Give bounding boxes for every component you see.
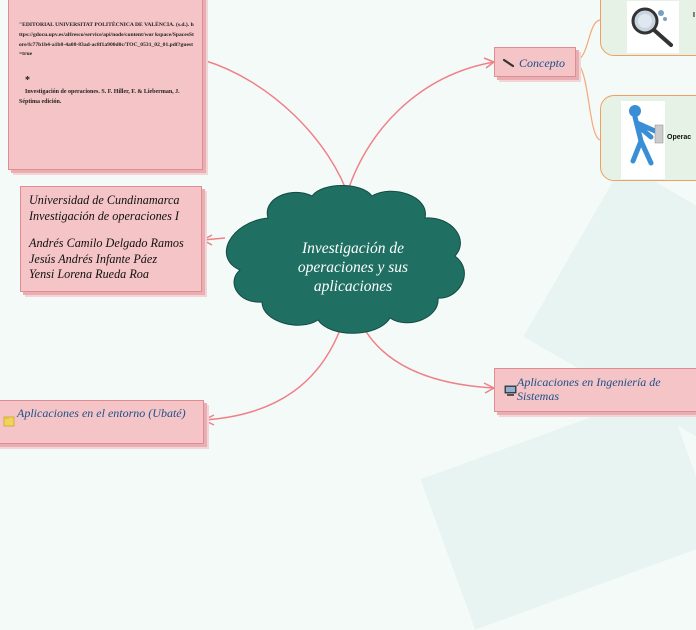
topic-concepto[interactable]: Concepto xyxy=(494,47,576,77)
authors-node[interactable]: Universidad de Cundinamarca Investigació… xyxy=(20,186,202,292)
folder-icon xyxy=(3,416,15,427)
author-name: Yensi Lorena Rueda Roa xyxy=(29,267,149,281)
central-cloud xyxy=(225,185,465,334)
author-name: Jesús Andrés Infante Páez xyxy=(29,251,158,266)
topic-sistemas-label: Aplicaciones en Ingeniería de Sistemas xyxy=(517,375,661,403)
connection-lines xyxy=(201,19,601,426)
pencil-icon xyxy=(503,58,515,68)
author-name: Andrés Camilo Delgado Ramos xyxy=(29,236,184,250)
topic-sistemas[interactable]: Aplicaciones en Ingeniería de Sistemas xyxy=(494,368,696,412)
course-name: Investigación de operaciones I xyxy=(29,208,179,223)
references-node[interactable]: "EDITORIAL UNIVERSITAT POLITÈCNICA DE VA… xyxy=(8,0,203,170)
reference-hillier-text: Investigación de operaciones. S. F. Hill… xyxy=(19,89,182,106)
magnifier-image xyxy=(627,1,679,53)
university-name: Universidad de Cundinamarca xyxy=(29,193,180,207)
reference-hillier: * Investigación de operaciones. S. F. Hi… xyxy=(19,66,194,117)
computer-icon xyxy=(504,385,517,396)
card-mid-label: Operac xyxy=(667,134,692,141)
reference-upv: "EDITORIAL UNIVERSITAT POLITÈCNICA DE VA… xyxy=(19,22,194,58)
concept-image-card[interactable]: Operac xyxy=(600,95,696,181)
card-top-mark: I xyxy=(693,12,695,19)
figure-pushing-image xyxy=(621,101,665,179)
topic-concepto-label: Concepto xyxy=(519,56,565,70)
reference-star: * xyxy=(25,75,30,87)
topic-entorno[interactable]: Aplicaciones en el entorno (Ubaté) xyxy=(0,400,204,444)
topic-entorno-label: Aplicaciones en el entorno (Ubaté) xyxy=(17,406,186,420)
central-topic-title[interactable]: Investigación de operaciones y sus aplic… xyxy=(297,240,409,295)
concept-image-card[interactable]: I xyxy=(600,0,696,56)
